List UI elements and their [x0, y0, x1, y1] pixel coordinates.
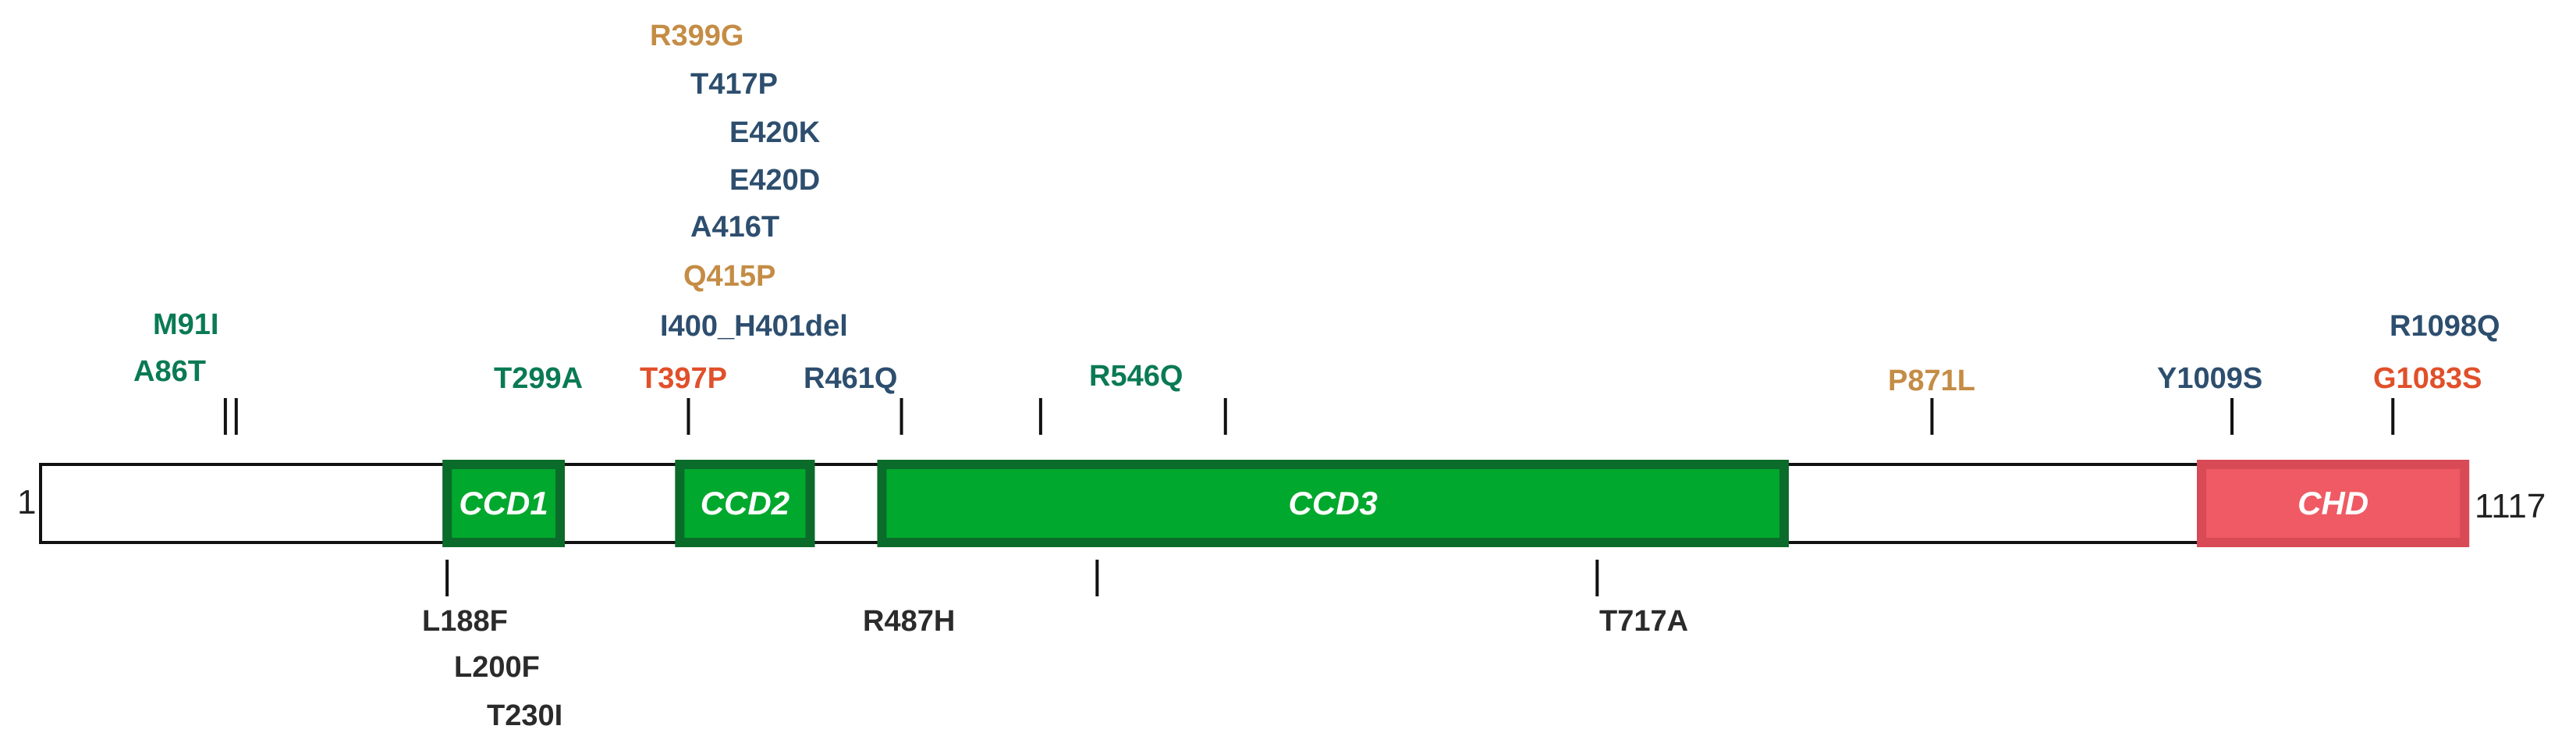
- mutation-labels-layer: M91I A86T T299A R399G T417P E420K E420D A416T Q4…: [133, 20, 2500, 732]
- mutation-label-m91i: M91I: [153, 308, 218, 341]
- domain-label-chd: CHD: [2297, 485, 2368, 521]
- mutation-label-t299a: T299A: [494, 362, 583, 395]
- mutation-label-y1009s: Y1009S: [2157, 362, 2262, 395]
- domain-label-ccd3: CCD3: [1289, 485, 1378, 521]
- mutation-label-t397p: T397P: [640, 362, 727, 395]
- domain-chd: [2197, 460, 2470, 547]
- mutation-label-p871l: P871L: [1888, 365, 1975, 397]
- domain-ccd3: [877, 460, 1789, 547]
- mutation-label-r399g: R399G: [650, 20, 743, 52]
- mutation-label-r487h: R487H: [863, 605, 955, 638]
- domain-label-ccd1: CCD1: [459, 485, 548, 521]
- mutation-label-l188f: L188F: [422, 605, 508, 638]
- mutation-label-r461q: R461Q: [804, 362, 897, 395]
- mutation-label-r546q: R546Q: [1089, 360, 1183, 393]
- mutation-ticks-layer: [223, 398, 2395, 596]
- mutation-label-i400-h401del: I400_H401del: [660, 310, 848, 343]
- domain-ccd2: [675, 460, 815, 547]
- mutation-label-r1098q: R1098Q: [2390, 310, 2500, 343]
- domain-ccd1: [442, 460, 566, 547]
- mutation-label-t417p: T417P: [690, 68, 778, 101]
- mutation-label-e420k: E420K: [729, 116, 821, 149]
- mutation-label-a86t: A86T: [133, 355, 206, 388]
- mutation-label-t230i: T230I: [487, 699, 562, 732]
- start-position-label: 1: [17, 483, 36, 521]
- mutation-label-q415p: Q415P: [683, 260, 775, 293]
- domain-label-ccd2: CCD2: [701, 485, 789, 521]
- mutation-label-l200f: L200F: [454, 651, 540, 684]
- mutation-label-e420d: E420D: [729, 164, 820, 197]
- mutation-label-t717a: T717A: [1599, 605, 1688, 638]
- domains-layer: CCD1 CCD2 CCD3 CHD: [442, 460, 2470, 547]
- mutation-label-a416t: A416T: [690, 211, 779, 244]
- mutation-label-g1083s: G1083S: [2373, 362, 2482, 395]
- end-position-label: 1117: [2475, 487, 2546, 525]
